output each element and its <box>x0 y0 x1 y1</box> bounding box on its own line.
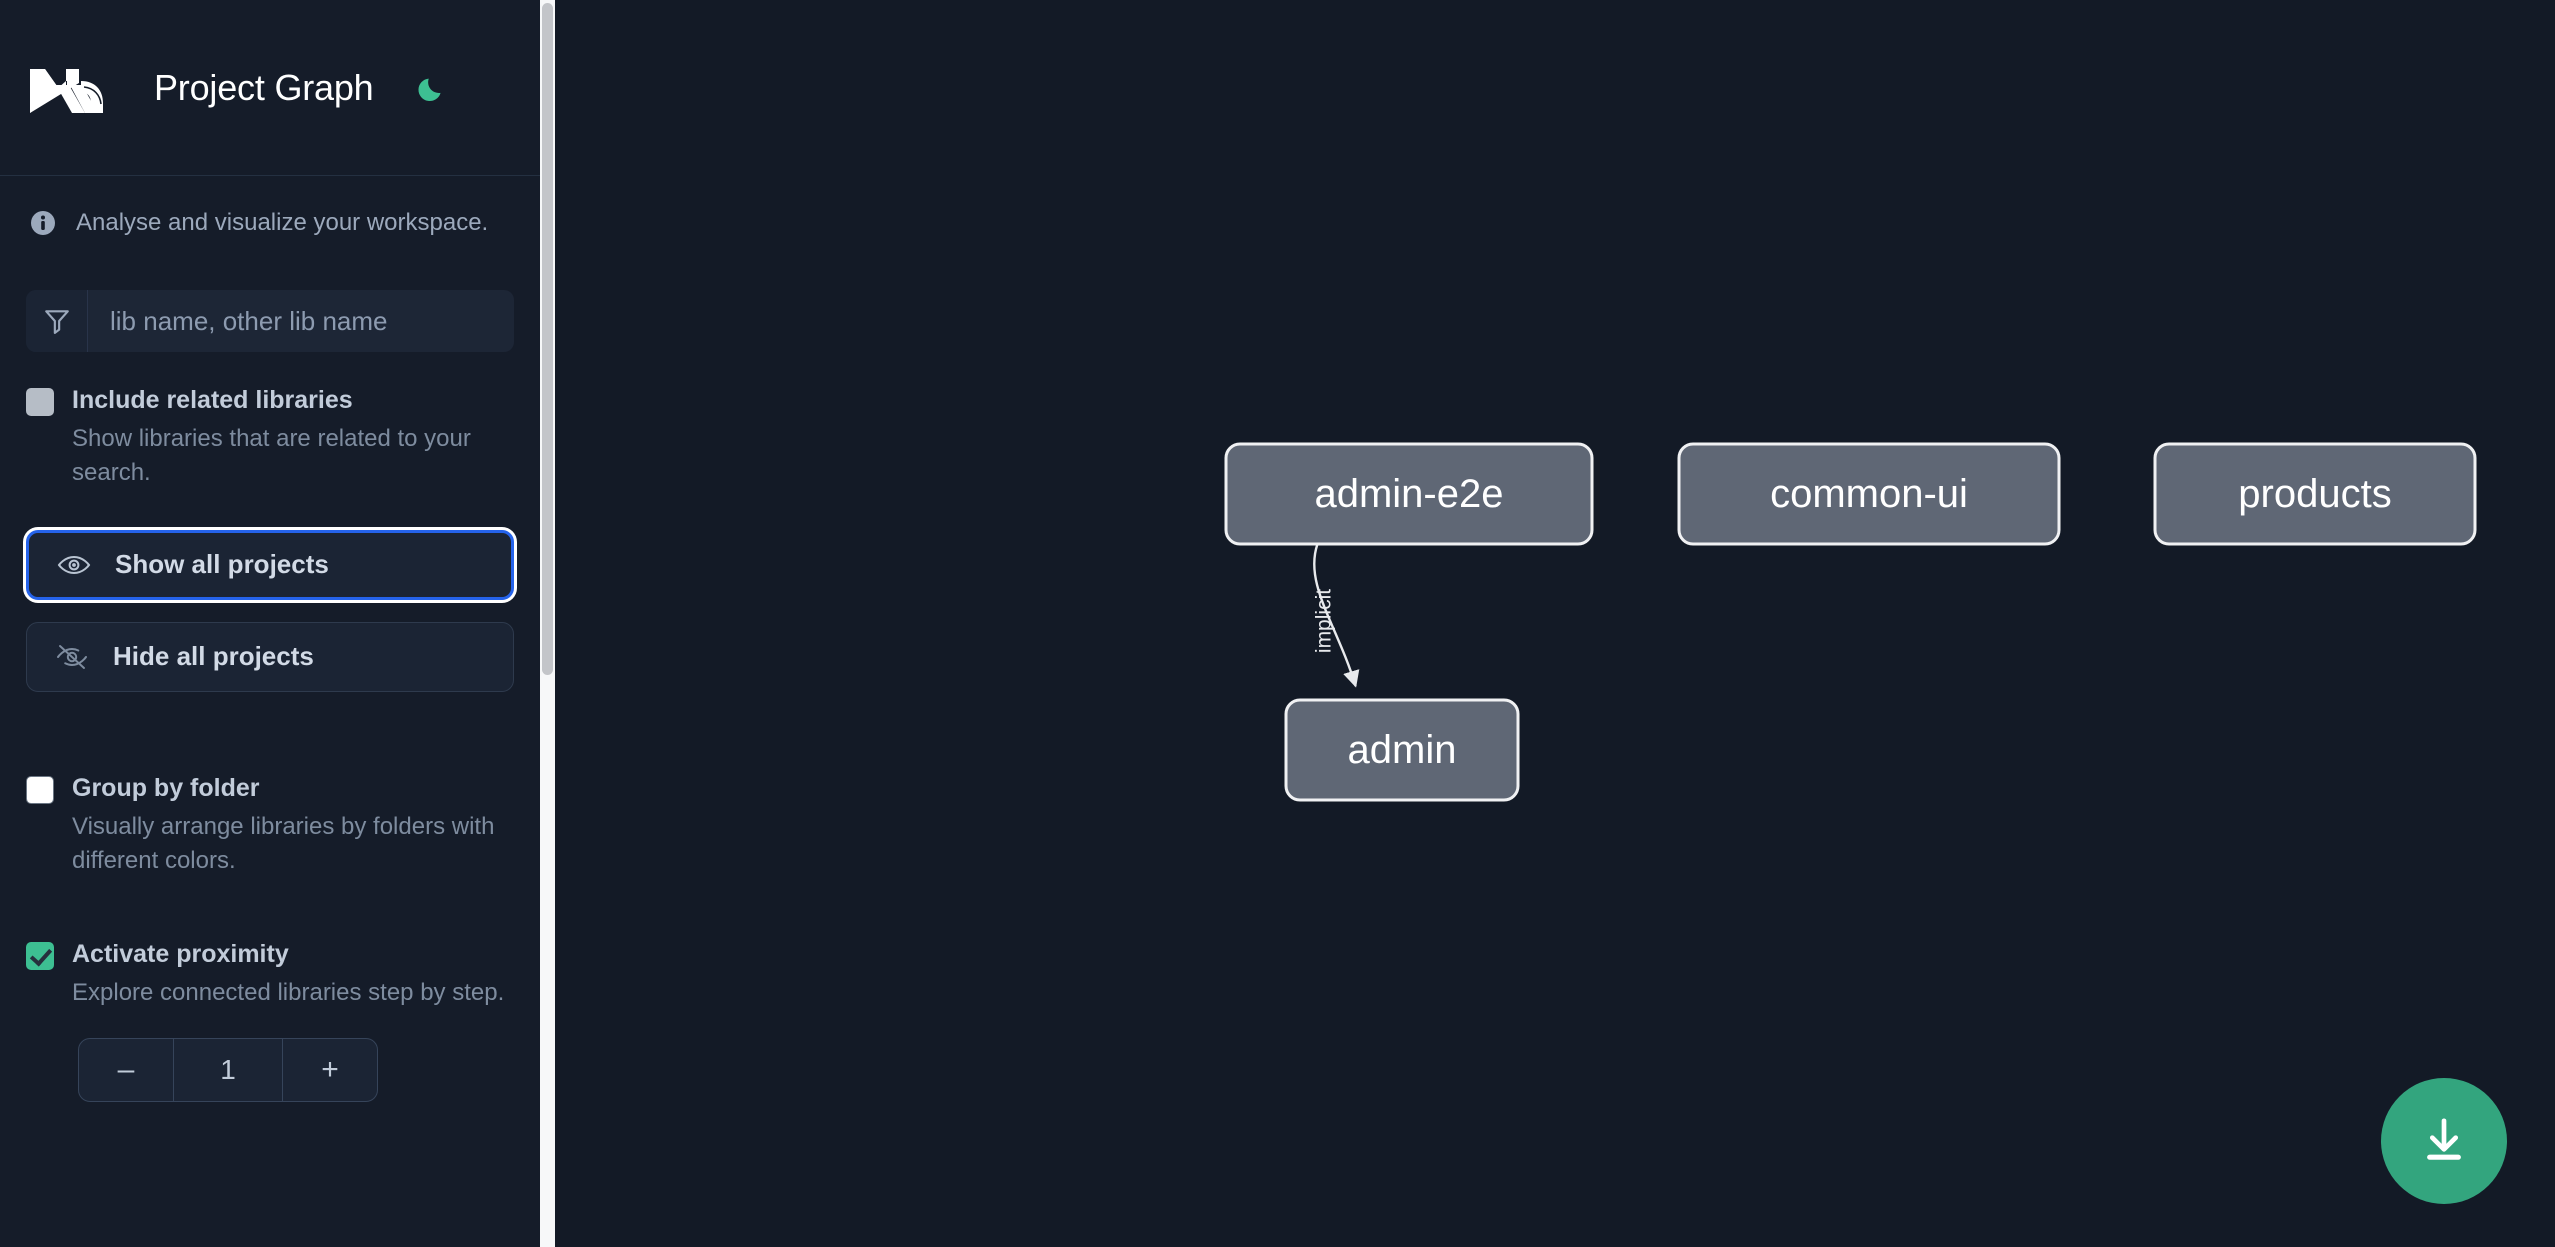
page-title: Project Graph <box>154 66 374 108</box>
graph-node-box[interactable] <box>1284 698 1520 802</box>
include-related-libraries-checkbox[interactable] <box>26 388 54 416</box>
option-label: Activate proximity <box>72 939 289 968</box>
tagline: Analyse and visualize your workspace. <box>0 176 540 270</box>
sidebar: Project Graph Analyse and visualize your… <box>0 0 555 1247</box>
graph-node-box[interactable] <box>1677 442 2061 546</box>
proximity-stepper[interactable]: – 1 + <box>78 1037 378 1102</box>
option-activate-proximity[interactable]: Activate proximity Explore connected lib… <box>0 938 540 1010</box>
graph-node[interactable]: products <box>2153 442 2477 546</box>
project-graph-svg: implicitimplicit admin-e2ecommon-uiprodu… <box>1224 442 2477 802</box>
activate-proximity-checkbox[interactable] <box>26 941 54 970</box>
hide-all-projects-label: Hide all projects <box>113 641 314 672</box>
option-label: Group by folder <box>72 773 260 802</box>
show-all-projects-button[interactable]: Show all projects <box>26 529 514 600</box>
graph-node-box[interactable] <box>2153 442 2477 546</box>
brand-header: Project Graph <box>0 0 540 176</box>
graph-nodes: admin-e2ecommon-uiproductsstore-e2eadmin… <box>1224 442 2477 802</box>
search-input[interactable] <box>88 290 514 352</box>
graph-node-label: common-ui <box>1770 472 1968 516</box>
graph-node[interactable]: common-ui <box>1677 442 2061 546</box>
nx-logo <box>26 59 122 117</box>
download-graph-button[interactable] <box>2381 1078 2507 1204</box>
tagline-text: Analyse and visualize your workspace. <box>76 209 489 236</box>
option-group-by-folder[interactable]: Group by folder Visually arrange librari… <box>0 772 540 878</box>
search-row <box>0 290 540 352</box>
proximity-decrement-button[interactable]: – <box>117 1052 135 1086</box>
graph-edge-label: implicit <box>1313 589 1336 653</box>
graph-edge <box>1313 543 1360 688</box>
proximity-increment-button[interactable]: + <box>321 1052 339 1086</box>
moon-icon[interactable] <box>410 66 454 110</box>
option-description: Explore connected libraries step by step… <box>72 978 505 1006</box>
eye-off-icon <box>55 640 89 674</box>
proximity-value: 1 <box>172 1038 284 1101</box>
graph-node-label: admin <box>1348 728 1457 772</box>
hide-all-projects-button[interactable]: Hide all projects <box>26 621 514 692</box>
group-by-folder-checkbox[interactable] <box>26 775 54 804</box>
option-label: Include related libraries <box>72 386 353 414</box>
sidebar-scrollbar-thumb[interactable] <box>542 3 553 675</box>
graph-node-label: admin-e2e <box>1314 472 1503 516</box>
option-description: Show libraries that are related to your … <box>72 424 471 486</box>
show-all-projects-label: Show all projects <box>115 549 329 580</box>
download-icon <box>2418 1113 2470 1170</box>
option-description: Visually arrange libraries by folders wi… <box>72 812 495 874</box>
graph-node[interactable]: admin <box>1284 698 1520 802</box>
graph-canvas[interactable]: implicitimplicit admin-e2e common-ui produ… <box>555 0 2555 1247</box>
eye-icon <box>57 548 91 582</box>
info-icon <box>30 210 56 236</box>
sidebar-scrollbar[interactable] <box>540 0 555 1247</box>
graph-node-box[interactable] <box>1224 442 1594 546</box>
graph-node-label: products <box>2238 472 2391 516</box>
graph-node[interactable]: admin-e2e <box>1224 442 1594 546</box>
option-include-related-libraries[interactable]: Include related libraries Show libraries… <box>0 384 540 490</box>
search-box[interactable] <box>26 290 514 352</box>
graph-edges: implicitimplicit <box>1313 543 1360 688</box>
filter-icon[interactable] <box>26 290 88 352</box>
